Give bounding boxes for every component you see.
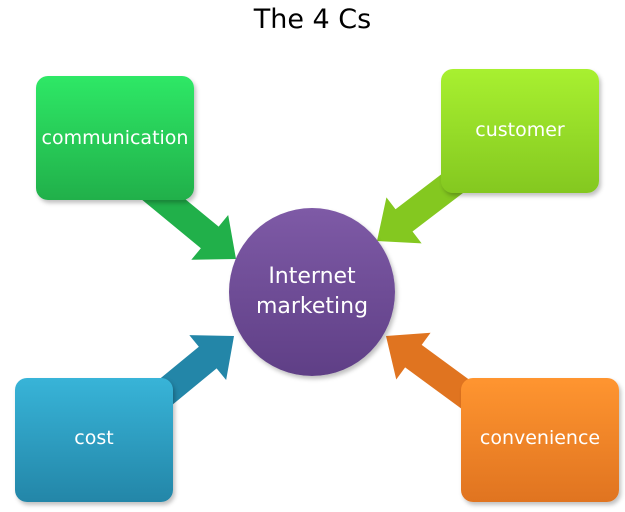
node-convenience: convenience [461, 378, 619, 502]
center-node-internet-marketing: Internet marketing [229, 208, 395, 376]
node-label: convenience [479, 427, 601, 449]
node-cost: cost [15, 378, 173, 502]
center-label-line2: marketing [255, 294, 369, 319]
node-label: communication [41, 127, 189, 149]
center-label-line1: Internet [268, 264, 356, 289]
node-label: cost [74, 427, 114, 449]
diagram-title: The 4 Cs [253, 4, 372, 35]
node-customer: customer [441, 69, 599, 193]
node-communication: communication [36, 76, 194, 200]
node-label: customer [475, 119, 565, 141]
